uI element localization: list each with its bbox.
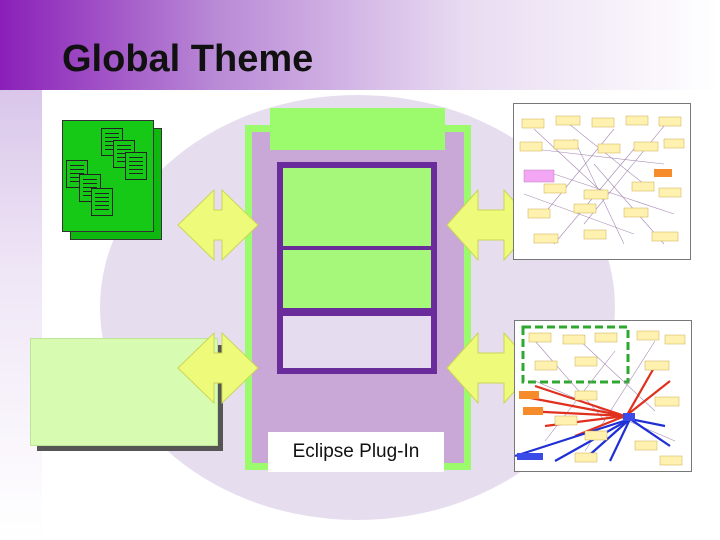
plugin-layer-top	[283, 168, 431, 246]
dependency-graph-bottom-drawing	[515, 325, 686, 466]
dependency-graph-top	[513, 103, 691, 260]
page-title: Global Theme	[62, 38, 314, 80]
left-top-double-arrow	[177, 188, 259, 262]
left-bottom-double-arrow	[177, 331, 259, 405]
mini-document-icon	[125, 152, 147, 180]
plugin-layer-bottom	[283, 316, 431, 368]
side-accent-bar	[0, 90, 42, 540]
mini-document-icon	[91, 188, 113, 216]
component-box	[30, 338, 218, 446]
plugin-layer-middle	[283, 250, 431, 308]
plugin-top-block	[270, 108, 445, 150]
dependency-graph-bottom	[514, 320, 692, 472]
header-bar	[0, 0, 720, 90]
plugin-label: Eclipse Plug-In	[268, 432, 444, 472]
dependency-graph-top-drawing	[519, 115, 685, 245]
